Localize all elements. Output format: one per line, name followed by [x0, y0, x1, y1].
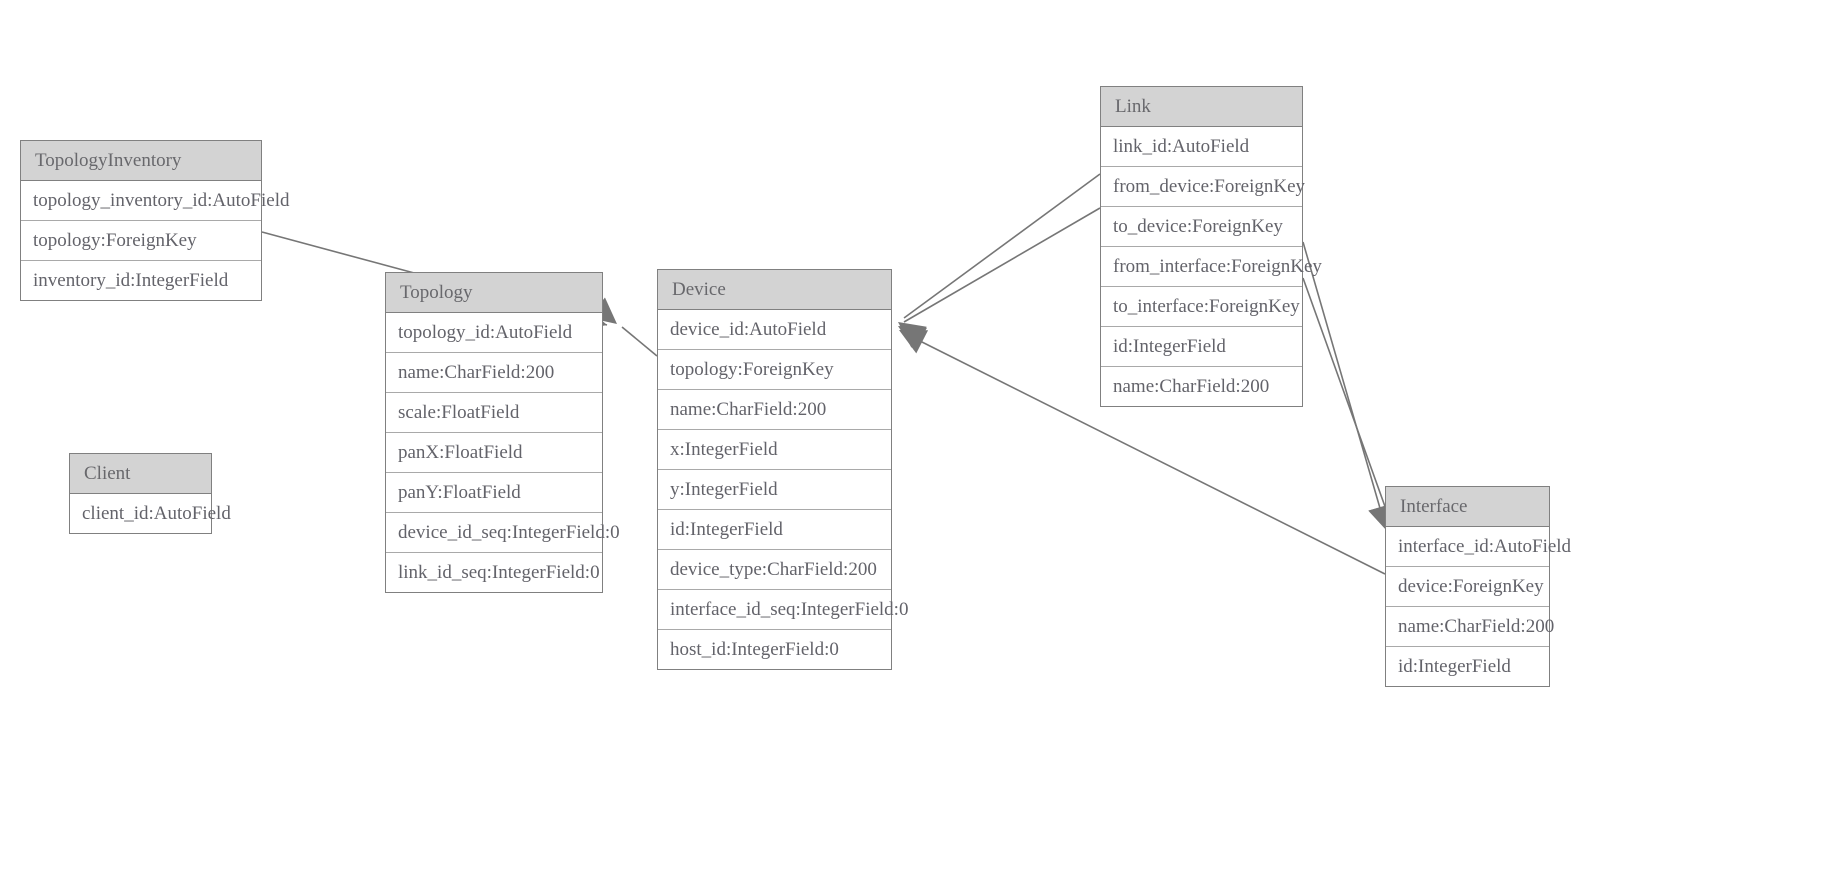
field-row: id:IntegerField — [1386, 646, 1549, 686]
field-row: topology:ForeignKey — [658, 349, 891, 389]
field-row: link_id:AutoField — [1101, 127, 1302, 166]
field-row: topology:ForeignKey — [21, 220, 261, 260]
field-row: link_id_seq:IntegerField:0 — [386, 552, 602, 592]
field-row: name:CharField:200 — [1386, 606, 1554, 646]
field-row: to_interface:ForeignKey — [1101, 286, 1302, 326]
field-row: client_id:AutoField — [70, 494, 231, 533]
relationship-line — [1302, 241, 1385, 523]
relationship-rel-link-to-device — [898, 207, 1101, 351]
entity-title-client: Client — [70, 454, 211, 494]
entity-fields-client: client_id:AutoField — [70, 494, 231, 533]
field-row: interface_id_seq:IntegerField:0 — [658, 589, 908, 629]
field-row: to_device:ForeignKey — [1101, 206, 1302, 246]
field-row: name:CharField:200 — [386, 352, 602, 392]
relationship-line — [903, 173, 1101, 319]
field-row: from_interface:ForeignKey — [1101, 246, 1322, 286]
relationship-line — [903, 207, 1101, 323]
field-row: device_id:AutoField — [658, 310, 891, 349]
field-row: id:IntegerField — [658, 509, 891, 549]
relationship-line — [621, 326, 658, 357]
field-row: x:IntegerField — [658, 429, 891, 469]
field-row: name:CharField:200 — [658, 389, 891, 429]
field-row: panY:FloatField — [386, 472, 602, 512]
field-row: device:ForeignKey — [1386, 566, 1549, 606]
field-row: from_device:ForeignKey — [1101, 166, 1305, 206]
relationship-arrowhead — [899, 330, 929, 354]
field-row: device_type:CharField:200 — [658, 549, 891, 589]
field-row: device_id_seq:IntegerField:0 — [386, 512, 620, 552]
entity-title-link: Link — [1101, 87, 1302, 127]
field-row: scale:FloatField — [386, 392, 602, 432]
field-row: interface_id:AutoField — [1386, 527, 1571, 566]
relationship-arrowhead — [898, 322, 927, 348]
field-row: topology_inventory_id:AutoField — [21, 181, 290, 220]
field-row: topology_id:AutoField — [386, 313, 602, 352]
entity-title-interface: Interface — [1386, 487, 1549, 527]
field-row: y:IntegerField — [658, 469, 891, 509]
field-row: panX:FloatField — [386, 432, 602, 472]
field-row: host_id:IntegerField:0 — [658, 629, 891, 669]
field-row: inventory_id:IntegerField — [21, 260, 261, 300]
relationship-line — [1302, 277, 1393, 527]
entity-title-topology: Topology — [386, 273, 602, 313]
field-row: name:CharField:200 — [1101, 366, 1302, 406]
relationship-arrowhead — [898, 326, 928, 351]
field-row: id:IntegerField — [1101, 326, 1302, 366]
relationship-rel-link-from-device — [898, 173, 1101, 348]
entity-title-device: Device — [658, 270, 891, 310]
entity-title-topology_inventory: TopologyInventory — [21, 141, 261, 181]
